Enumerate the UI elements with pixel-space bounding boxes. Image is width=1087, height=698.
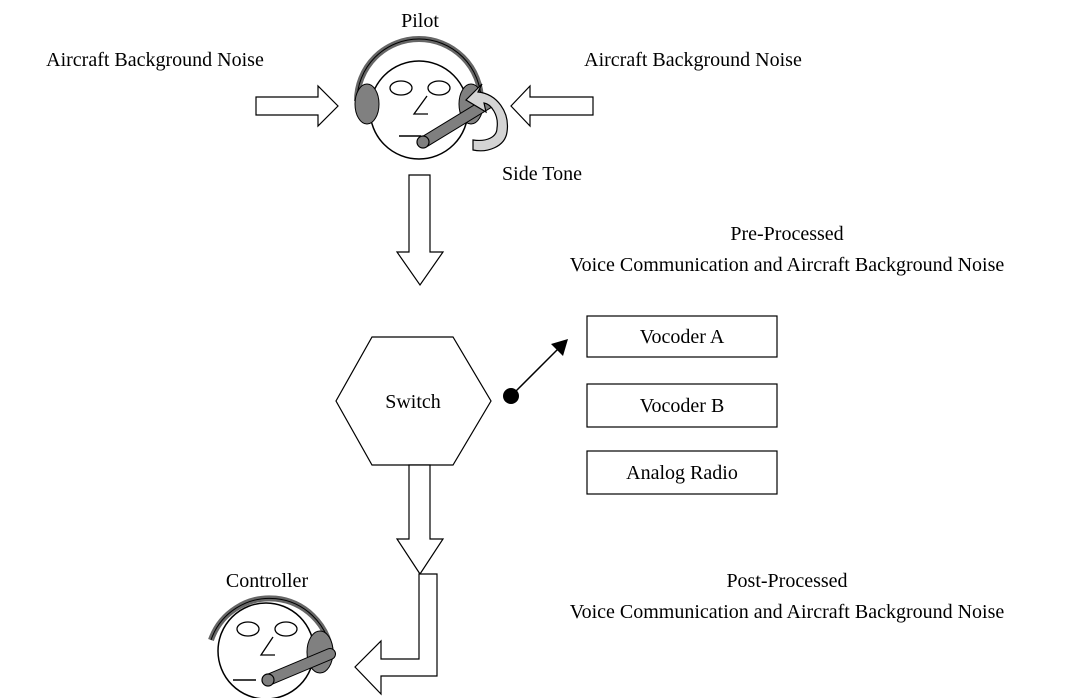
post-processed-label: Post-Processed [726,570,847,592]
side-tone-label: Side Tone [502,163,582,185]
controller-eye-right [274,621,298,637]
controller-mic [261,673,275,687]
switch-arrowhead [551,339,568,356]
pre-processed-label: Pre-Processed [730,223,843,245]
pilot-eye-left [389,80,413,96]
pre-processed-down-arrow [395,174,445,287]
noise-right-arrow [510,84,594,128]
controller-label: Controller [226,570,309,592]
side-tone-arrow [465,83,508,152]
option-vocoder-b-label: Vocoder B [640,395,725,417]
option-analog-radio: Analog Radio [586,450,778,495]
post-processed-desc: Voice Communication and Aircraft Backgro… [570,601,1005,623]
noise-left-label: Aircraft Background Noise [46,49,264,71]
controller-icon [208,595,336,698]
option-vocoder-a-label: Vocoder A [640,326,725,348]
controller-nose [259,636,275,656]
noise-right-label: Aircraft Background Noise [584,49,802,71]
switch-lever [503,339,568,404]
pilot-eye-right [427,80,451,96]
option-analog-radio-label: Analog Radio [626,462,738,484]
pilot-mic [416,135,430,149]
pre-processed-desc: Voice Communication and Aircraft Backgro… [570,254,1005,276]
controller-eye-left [236,621,260,637]
pilot-earpiece-left [354,83,380,125]
post-processed-down-arrow [395,464,445,576]
controller-bent-arrow [354,573,438,696]
noise-left-arrow [255,84,339,128]
switch-hexagon [335,336,492,466]
option-vocoder-a: Vocoder A [586,315,778,358]
pilot-label: Pilot [401,10,439,32]
pilot-nose [412,95,428,115]
switch-label: Switch [385,391,441,413]
option-vocoder-b: Vocoder B [586,383,778,428]
